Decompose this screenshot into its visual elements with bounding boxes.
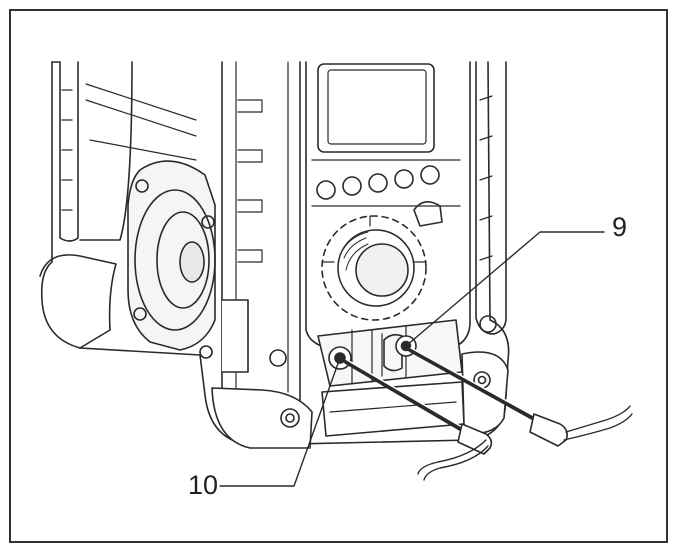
control-button — [394, 169, 414, 189]
speaker-screw — [201, 215, 215, 229]
control-button — [420, 165, 440, 185]
speaker-screw — [135, 179, 149, 193]
right-roll-cage — [475, 61, 507, 335]
speaker-cone-outer — [134, 189, 216, 331]
speaker-cone-inner — [156, 211, 210, 309]
left-roll-cage — [51, 61, 79, 242]
bottom-left-bumper — [211, 387, 313, 449]
callout-label-10: 10 — [188, 470, 219, 500]
plug-10 — [457, 423, 493, 455]
plug-9 — [529, 413, 568, 447]
control-button — [316, 180, 336, 200]
cable-9 — [408, 348, 538, 422]
speaker-screw — [133, 307, 147, 321]
control-button — [368, 173, 388, 193]
display-window — [317, 63, 435, 153]
speaker-housing — [127, 160, 216, 351]
speaker-screw — [199, 345, 213, 359]
tuning-knob-bezel — [321, 215, 427, 321]
callout-label-9: 9 — [612, 212, 628, 242]
cable-10 — [344, 360, 464, 432]
control-button — [342, 176, 362, 196]
leader-line-9 — [405, 231, 605, 347]
leader-line-10 — [219, 357, 341, 487]
